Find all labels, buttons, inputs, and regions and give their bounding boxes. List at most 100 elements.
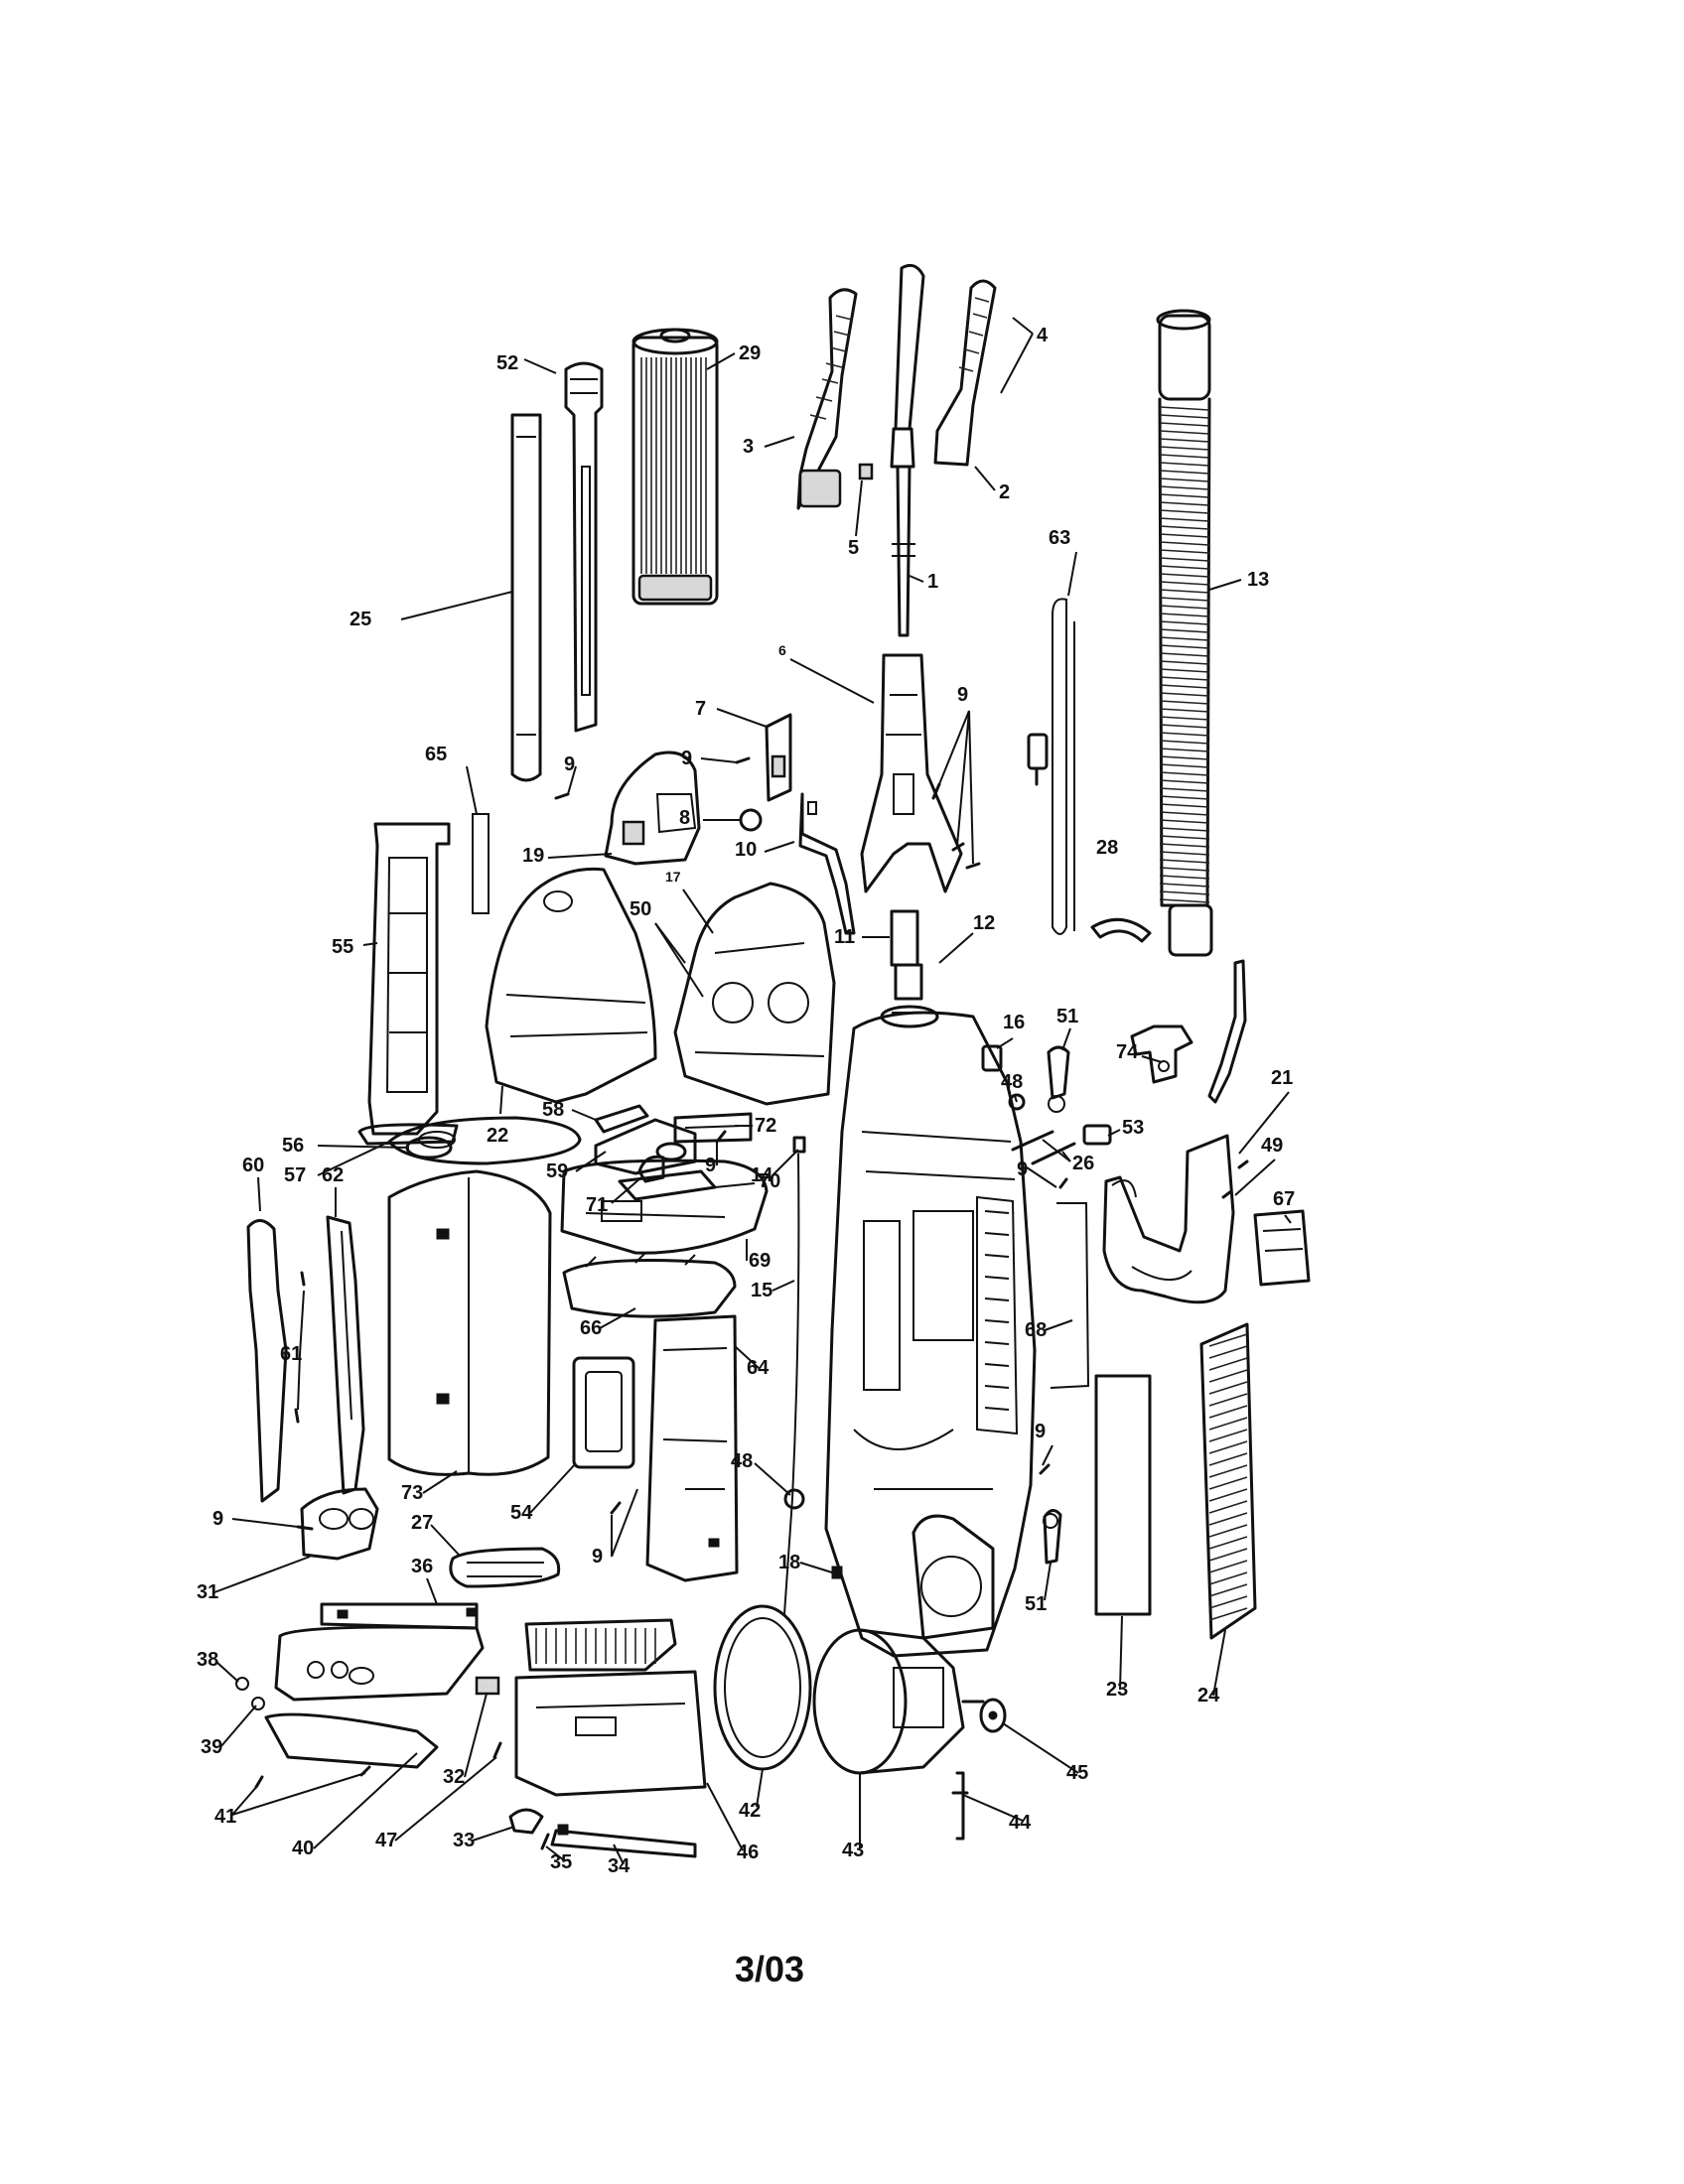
callout-40: 40 bbox=[292, 1838, 314, 1859]
part-19-cord-hook bbox=[604, 751, 701, 866]
callout-16: 16 bbox=[1003, 1012, 1025, 1033]
part-67-filter-cartridge bbox=[1253, 1209, 1311, 1287]
part-51-nut-lower bbox=[1043, 1509, 1062, 1565]
callout-9-manifold: 9 bbox=[705, 1155, 716, 1176]
part-main-body bbox=[824, 1011, 1037, 1658]
part-15-cable bbox=[783, 1153, 800, 1615]
callout-23: 23 bbox=[1106, 1679, 1128, 1701]
part-54-window-gasket bbox=[572, 1356, 635, 1469]
callout-12: 12 bbox=[973, 912, 995, 934]
part-49-screws bbox=[1221, 1160, 1249, 1199]
callout-4: 4 bbox=[1037, 325, 1049, 346]
callout-14: 14 bbox=[751, 1164, 773, 1186]
callout-13: 13 bbox=[1247, 569, 1269, 591]
callout-67: 67 bbox=[1273, 1188, 1295, 1210]
callout-69: 69 bbox=[749, 1250, 771, 1272]
part-5-spring bbox=[858, 463, 874, 480]
callout-56: 56 bbox=[282, 1135, 304, 1157]
callout-48-upper: 48 bbox=[1001, 1071, 1023, 1093]
part-53-connector bbox=[1082, 1124, 1112, 1146]
part-71-valve bbox=[637, 1155, 665, 1183]
callout-6: 6 bbox=[778, 642, 786, 658]
callout-10: 10 bbox=[735, 839, 757, 861]
callout-61: 61 bbox=[280, 1343, 302, 1365]
callout-47: 47 bbox=[375, 1830, 397, 1851]
callout-9-body: 9 bbox=[1017, 1159, 1028, 1180]
callout-65: 65 bbox=[425, 744, 447, 765]
part-bumper-housing bbox=[274, 1625, 485, 1702]
part-52-extension-wand bbox=[564, 361, 604, 733]
part-26-screws bbox=[1011, 1130, 1076, 1165]
part-16-bushing bbox=[981, 1044, 1003, 1072]
callout-49: 49 bbox=[1261, 1135, 1283, 1157]
callout-39: 39 bbox=[201, 1736, 222, 1758]
part-29-filter bbox=[632, 328, 719, 606]
callout-44: 44 bbox=[1009, 1812, 1032, 1834]
part-61-screws bbox=[294, 1271, 306, 1424]
part-45-pulley bbox=[979, 1698, 1007, 1733]
part-64-rear-panel bbox=[645, 1314, 739, 1582]
callout-53: 53 bbox=[1122, 1117, 1144, 1139]
callout-60: 60 bbox=[242, 1155, 264, 1176]
part-58-gasket bbox=[594, 1104, 649, 1134]
callout-27: 27 bbox=[411, 1512, 433, 1534]
part-8-nut bbox=[739, 808, 763, 832]
callout-9-rear: 9 bbox=[1035, 1421, 1046, 1442]
part-62-side-trim bbox=[326, 1215, 365, 1495]
callout-21: 21 bbox=[1271, 1067, 1293, 1089]
callout-26: 26 bbox=[1072, 1153, 1094, 1174]
part-68-cord-wrap bbox=[1050, 1202, 1090, 1389]
callout-24: 24 bbox=[1197, 1685, 1220, 1706]
callout-38: 38 bbox=[197, 1649, 218, 1671]
part-74-bracket bbox=[1130, 1024, 1193, 1084]
part-10-wire-lead bbox=[798, 792, 856, 935]
callout-28: 28 bbox=[1096, 837, 1118, 859]
callout-43: 43 bbox=[842, 1840, 864, 1861]
callout-3: 3 bbox=[743, 436, 754, 458]
callout-36: 36 bbox=[411, 1556, 433, 1577]
part-39-bead bbox=[251, 1697, 265, 1710]
part-70-plate bbox=[618, 1169, 717, 1201]
part-28-clip bbox=[1090, 917, 1152, 943]
callout-45: 45 bbox=[1066, 1762, 1088, 1784]
page-number: 3/03 bbox=[735, 1949, 804, 1989]
callout-55: 55 bbox=[332, 936, 353, 958]
callout-31: 31 bbox=[197, 1581, 218, 1603]
callout-64: 64 bbox=[747, 1357, 770, 1379]
part-65-strip bbox=[472, 813, 490, 914]
callout-74: 74 bbox=[1116, 1041, 1139, 1063]
part-57-cup-lid bbox=[387, 1116, 582, 1165]
part-11-shaft bbox=[890, 909, 923, 1001]
part-38-bead bbox=[235, 1677, 249, 1691]
callout-58: 58 bbox=[542, 1099, 564, 1121]
part-48-nut-upper bbox=[1008, 1093, 1026, 1111]
callout-52: 52 bbox=[496, 352, 518, 374]
callout-41: 41 bbox=[214, 1806, 236, 1828]
callout-66: 66 bbox=[580, 1317, 602, 1339]
callout-8: 8 bbox=[679, 807, 690, 829]
callout-70: 70 bbox=[759, 1170, 780, 1192]
part-18-bracket bbox=[831, 1566, 843, 1579]
callout-42: 42 bbox=[739, 1800, 761, 1822]
part-47-screw bbox=[492, 1741, 502, 1759]
part-36-switch-board bbox=[320, 1602, 479, 1630]
callout-62: 62 bbox=[322, 1164, 344, 1186]
part-9-screws bbox=[296, 756, 1068, 1531]
callout-50: 50 bbox=[630, 898, 651, 920]
callout-18: 18 bbox=[778, 1552, 800, 1573]
part-46-base-plate bbox=[514, 1618, 707, 1797]
part-22-cup-cover bbox=[485, 867, 657, 1104]
callout-25: 25 bbox=[350, 609, 371, 630]
callout-9-latch: 9 bbox=[212, 1508, 223, 1530]
callout-57: 57 bbox=[284, 1164, 306, 1186]
part-60-side-trim bbox=[246, 1219, 288, 1503]
callout-46: 46 bbox=[737, 1842, 759, 1863]
part-21-duct bbox=[1102, 959, 1247, 1304]
part-24-side-panel bbox=[1199, 1322, 1257, 1640]
part-31-latch bbox=[300, 1487, 379, 1561]
callout-9-handle: 9 bbox=[957, 684, 968, 706]
part-34-belt bbox=[550, 1824, 697, 1858]
part-6-handle-body bbox=[860, 653, 963, 893]
callout-19: 19 bbox=[522, 845, 544, 867]
